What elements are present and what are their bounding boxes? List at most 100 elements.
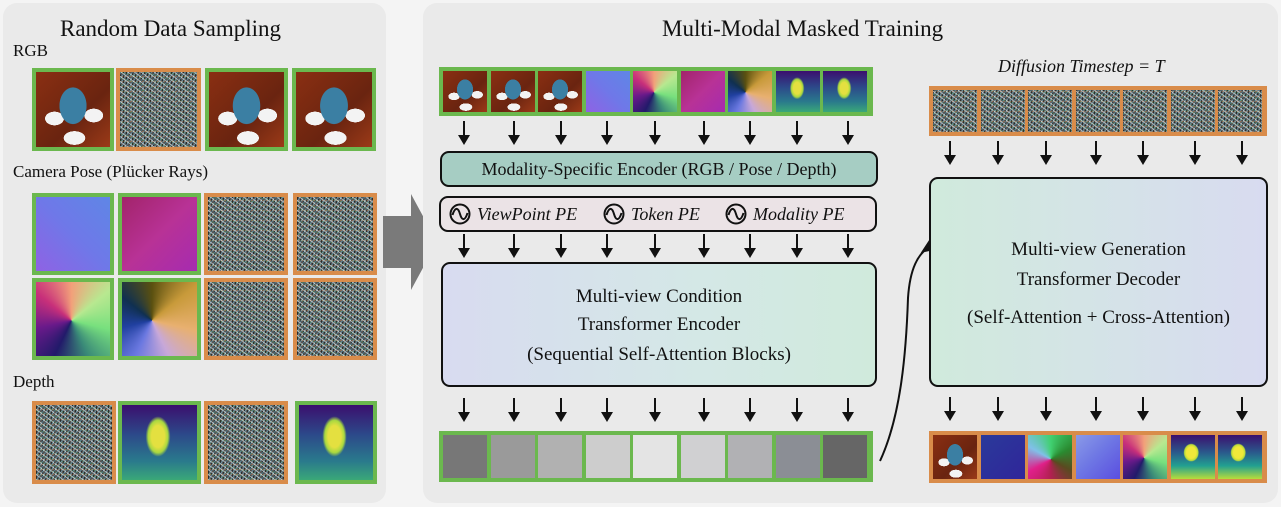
down-arrow-icon: [1137, 397, 1149, 421]
noise-token-strip: [929, 86, 1267, 136]
pose-sample-2: [118, 193, 201, 275]
input-pose-tile: [728, 71, 772, 112]
input-pose-tile: [585, 71, 630, 112]
down-arrow-icon: [458, 398, 470, 422]
down-arrow-icon: [508, 234, 520, 258]
output-token-strip: [929, 431, 1267, 483]
down-arrow-icon: [791, 121, 803, 145]
condition-token: [443, 435, 487, 478]
down-arrow-icon: [1090, 141, 1102, 165]
down-arrow-icon: [791, 234, 803, 258]
condition-token: [680, 435, 725, 478]
down-arrow-icon: [1137, 141, 1149, 165]
down-arrow-icon: [992, 141, 1004, 165]
down-arrow-icon: [508, 398, 520, 422]
gen-decoder-line3: (Self-Attention + Cross-Attention): [967, 307, 1230, 328]
down-arrow-icon: [842, 398, 854, 422]
down-arrow-icon: [649, 398, 661, 422]
input-rgb-tile: [490, 71, 535, 112]
down-arrow-icon: [842, 121, 854, 145]
gen-decoder-line1: Multi-view Generation: [1011, 239, 1186, 260]
down-arrow-icon: [992, 397, 1004, 421]
down-arrow-icon: [458, 234, 470, 258]
sine-wave-icon: [725, 203, 747, 225]
encoder-label: Modality-Specific Encoder (RGB / Pose / …: [481, 159, 837, 179]
depth-sample-4: [295, 401, 377, 484]
cond-encoder-line3: (Sequential Self-Attention Blocks): [527, 344, 791, 365]
input-depth-tile: [775, 71, 820, 112]
down-arrow-icon: [555, 234, 567, 258]
pose-sample-8-masked: [293, 278, 377, 360]
down-arrow-icon: [744, 398, 756, 422]
modality-pe-label: Modality PE: [753, 203, 845, 224]
diffusion-timestep-variable: T: [1154, 56, 1165, 76]
rgb-sample-3: [205, 68, 288, 151]
down-arrow-icon: [1189, 141, 1201, 165]
condition-token: [490, 435, 535, 478]
down-arrow-icon: [649, 234, 661, 258]
down-arrow-icon: [842, 234, 854, 258]
pose-sample-4-masked: [293, 193, 377, 275]
positional-encoding-box: ViewPoint PE Token PE Modality PE: [439, 196, 877, 232]
input-rgb-tile: [443, 71, 487, 112]
down-arrow-icon: [601, 398, 613, 422]
pose-sample-5: [32, 278, 114, 360]
down-arrow-icon: [1090, 397, 1102, 421]
input-pose-tile: [633, 71, 677, 112]
output-pose-tile: [980, 435, 1025, 479]
down-arrow-icon: [1236, 397, 1248, 421]
noisy-target-tile: [933, 90, 977, 132]
sine-wave-icon: [449, 203, 471, 225]
noisy-target-tile: [980, 90, 1025, 132]
output-depth-tile: [1170, 435, 1215, 479]
pose-sample-3-masked: [204, 193, 288, 275]
input-depth-tile: [823, 71, 867, 112]
output-depth-tile: [1218, 435, 1262, 479]
noisy-target-tile: [1028, 90, 1072, 132]
noisy-target-tile: [1075, 90, 1120, 132]
condition-token-strip: [439, 431, 873, 482]
down-arrow-icon: [508, 121, 520, 145]
token-pe: Token PE: [603, 203, 700, 225]
gen-decoder-line2: Transformer Decoder: [1016, 269, 1181, 290]
noisy-target-tile: [1170, 90, 1215, 132]
down-arrow-icon: [1236, 141, 1248, 165]
viewpoint-pe-label: ViewPoint PE: [477, 203, 578, 224]
cond-encoder-line1: Multi-view Condition: [575, 286, 743, 307]
condition-token: [775, 435, 820, 478]
diffusion-timestep-label: Diffusion Timestep = T: [998, 56, 1165, 77]
down-arrow-icon: [649, 121, 661, 145]
condition-token: [633, 435, 677, 478]
down-arrow-icon: [458, 121, 470, 145]
pose-sample-1: [32, 193, 114, 275]
cond-encoder-line2: Transformer Encoder: [577, 314, 741, 335]
condition-token: [728, 435, 772, 478]
depth-sample-3-masked: [204, 401, 288, 484]
condition-transformer-encoder-box: Multi-view Condition Transformer Encoder…: [441, 262, 877, 387]
condition-token: [823, 435, 867, 478]
input-token-strip: [439, 67, 873, 116]
down-arrow-icon: [698, 234, 710, 258]
camera-pose-label: Camera Pose (Plücker Rays): [13, 162, 208, 181]
rgb-sample-4: [292, 68, 376, 151]
down-arrow-icon: [601, 121, 613, 145]
down-arrow-icon: [1189, 397, 1201, 421]
token-pe-label: Token PE: [631, 203, 700, 224]
rgb-sample-2-masked: [116, 68, 201, 151]
output-pose-tile: [1123, 435, 1167, 479]
depth-label: Depth: [13, 372, 55, 391]
condition-token: [585, 435, 630, 478]
down-arrow-icon: [744, 121, 756, 145]
generation-transformer-decoder-box: Multi-view Generation Transformer Decode…: [929, 177, 1268, 387]
right-panel-title: Multi-Modal Masked Training: [662, 16, 944, 41]
down-arrow-icon: [791, 398, 803, 422]
modality-specific-encoder-box: Modality-Specific Encoder (RGB / Pose / …: [440, 151, 878, 187]
down-arrow-icon: [698, 398, 710, 422]
down-arrow-icon: [1040, 397, 1052, 421]
down-arrow-icon: [744, 234, 756, 258]
rgb-sample-1: [32, 68, 114, 151]
pose-sample-6: [118, 278, 201, 360]
noisy-target-tile: [1218, 90, 1262, 132]
viewpoint-pe: ViewPoint PE: [449, 203, 577, 225]
input-rgb-tile: [538, 71, 582, 112]
